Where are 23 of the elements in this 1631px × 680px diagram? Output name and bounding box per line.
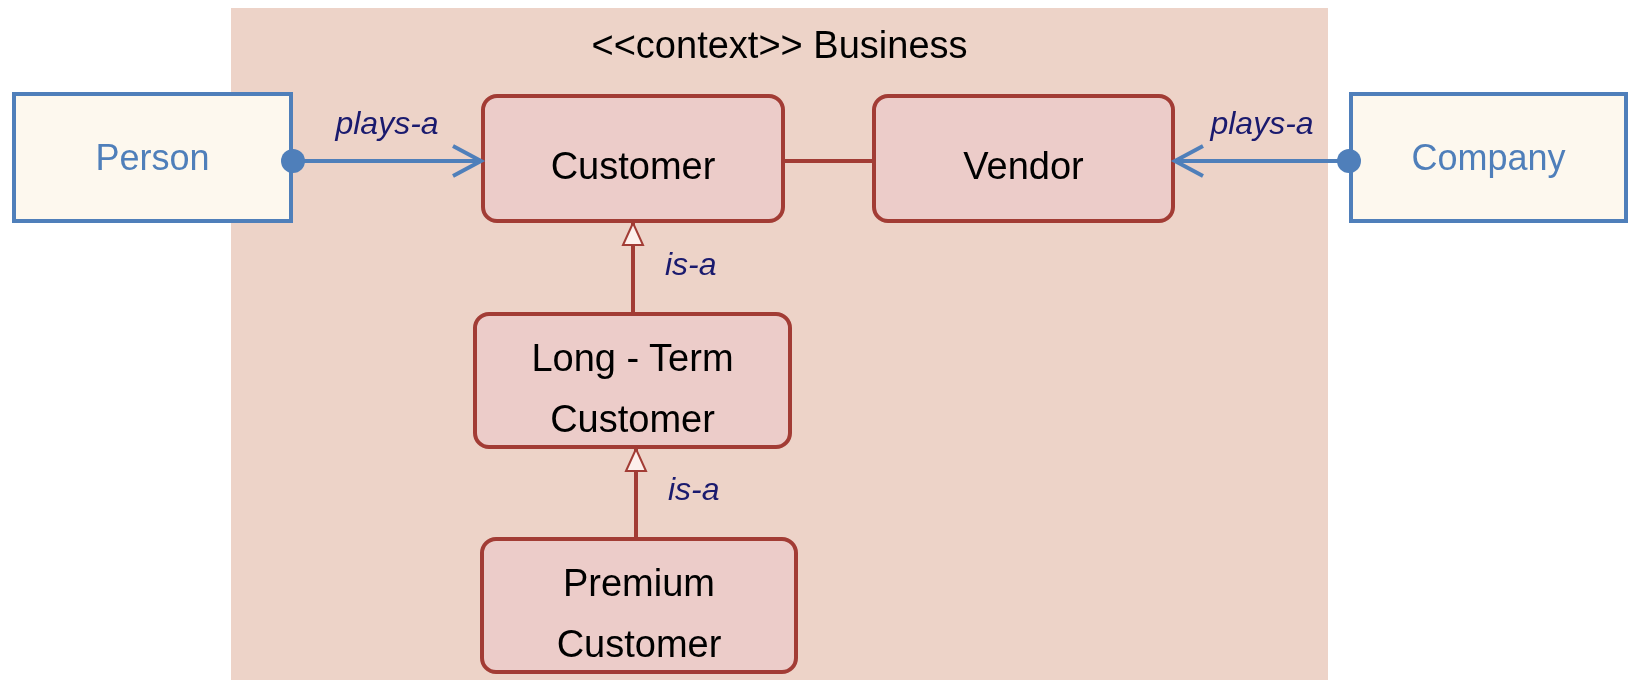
context-title: <<context>> Business: [591, 24, 968, 67]
generalization-arrow: [625, 448, 647, 537]
edge-label: plays-a: [335, 105, 439, 142]
entity-name: Long - Term Customer: [530, 335, 735, 442]
association-line: [785, 159, 872, 163]
entity-name: Vendor: [963, 144, 1084, 190]
edge-label: is-a: [668, 471, 720, 508]
entity-name: Customer: [550, 144, 716, 190]
entity-box: [872, 94, 1175, 223]
edge-label: is-a: [665, 245, 717, 283]
context-band: [231, 8, 1328, 680]
external-entity-box: [12, 92, 293, 223]
entity-name: Company: [1411, 136, 1566, 179]
entity-name: Person: [95, 136, 210, 179]
edge-label: plays-a: [1210, 105, 1314, 142]
entity-name: Premium Customer: [555, 560, 723, 667]
external-entity-box: [1349, 92, 1628, 223]
generalization-arrow: [622, 222, 644, 312]
entity-box: [480, 537, 798, 674]
entity-box: [473, 312, 792, 449]
association-arrow: [1173, 144, 1361, 178]
entity-box: [481, 94, 785, 223]
association-arrow: [281, 144, 483, 178]
